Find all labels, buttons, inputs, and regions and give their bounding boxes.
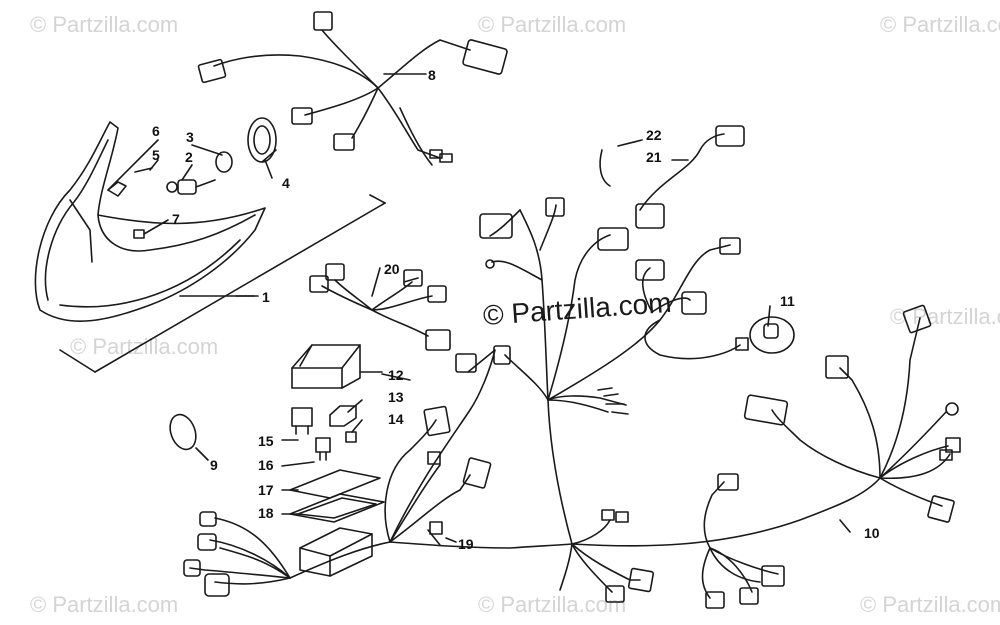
bulb <box>166 179 216 195</box>
nut <box>133 229 145 239</box>
callout-12: 12 <box>388 367 404 383</box>
connector-harness-20 <box>309 263 451 351</box>
callout-13: 13 <box>388 389 404 405</box>
callout-11: 11 <box>780 293 795 309</box>
watermark: © Partzilla.com <box>70 334 219 359</box>
callout-1: 1 <box>262 289 270 305</box>
callout-8: 8 <box>428 67 436 83</box>
cable-clamp <box>169 413 197 451</box>
watermark: © Partzilla.com <box>478 592 627 617</box>
callout-22: 22 <box>646 127 662 143</box>
clip <box>107 181 127 197</box>
relay-large <box>291 407 313 427</box>
relay-box <box>291 344 361 389</box>
fuse <box>345 431 357 443</box>
retaining-spring <box>215 151 233 173</box>
callout-2: 2 <box>185 149 193 165</box>
callout-21: 21 <box>646 149 662 165</box>
connector-19 <box>429 521 443 535</box>
callout-5: 5 <box>152 147 160 163</box>
headlight-housing <box>34 121 266 322</box>
callout-14: 14 <box>388 411 404 427</box>
callout-20: 20 <box>384 261 400 277</box>
fuse-block <box>299 527 373 577</box>
watermark: © Partzilla.com <box>478 12 627 37</box>
watermark: © Partzilla.com <box>30 592 179 617</box>
callout-18: 18 <box>258 505 274 521</box>
callout-15: 15 <box>258 433 274 449</box>
callout-4: 4 <box>282 175 290 191</box>
group-bracket-line <box>94 202 386 373</box>
watermark: © Partzilla.com <box>860 592 1000 617</box>
headlight-harness <box>197 11 508 166</box>
relay-13 <box>329 405 357 427</box>
bulb-11 <box>749 316 795 354</box>
callout-19: 19 <box>458 536 474 552</box>
callout-9: 9 <box>210 457 218 473</box>
callout-3: 3 <box>186 129 194 145</box>
callout-17: 17 <box>258 482 274 498</box>
callout-16: 16 <box>258 457 274 473</box>
watermark: © Partzilla.com <box>890 304 1000 329</box>
main-harness <box>183 125 961 609</box>
relay-small <box>315 437 331 453</box>
watermark: © Partzilla.com <box>880 12 1000 37</box>
callout-6: 6 <box>152 123 160 139</box>
callout-7: 7 <box>172 211 180 227</box>
screw <box>134 167 153 173</box>
callout-10: 10 <box>864 525 880 541</box>
fuse-panel-seal <box>289 493 385 523</box>
fuse-panel-cover <box>289 469 381 499</box>
watermark: © Partzilla.com <box>30 12 179 37</box>
rubber-boot <box>247 117 277 163</box>
